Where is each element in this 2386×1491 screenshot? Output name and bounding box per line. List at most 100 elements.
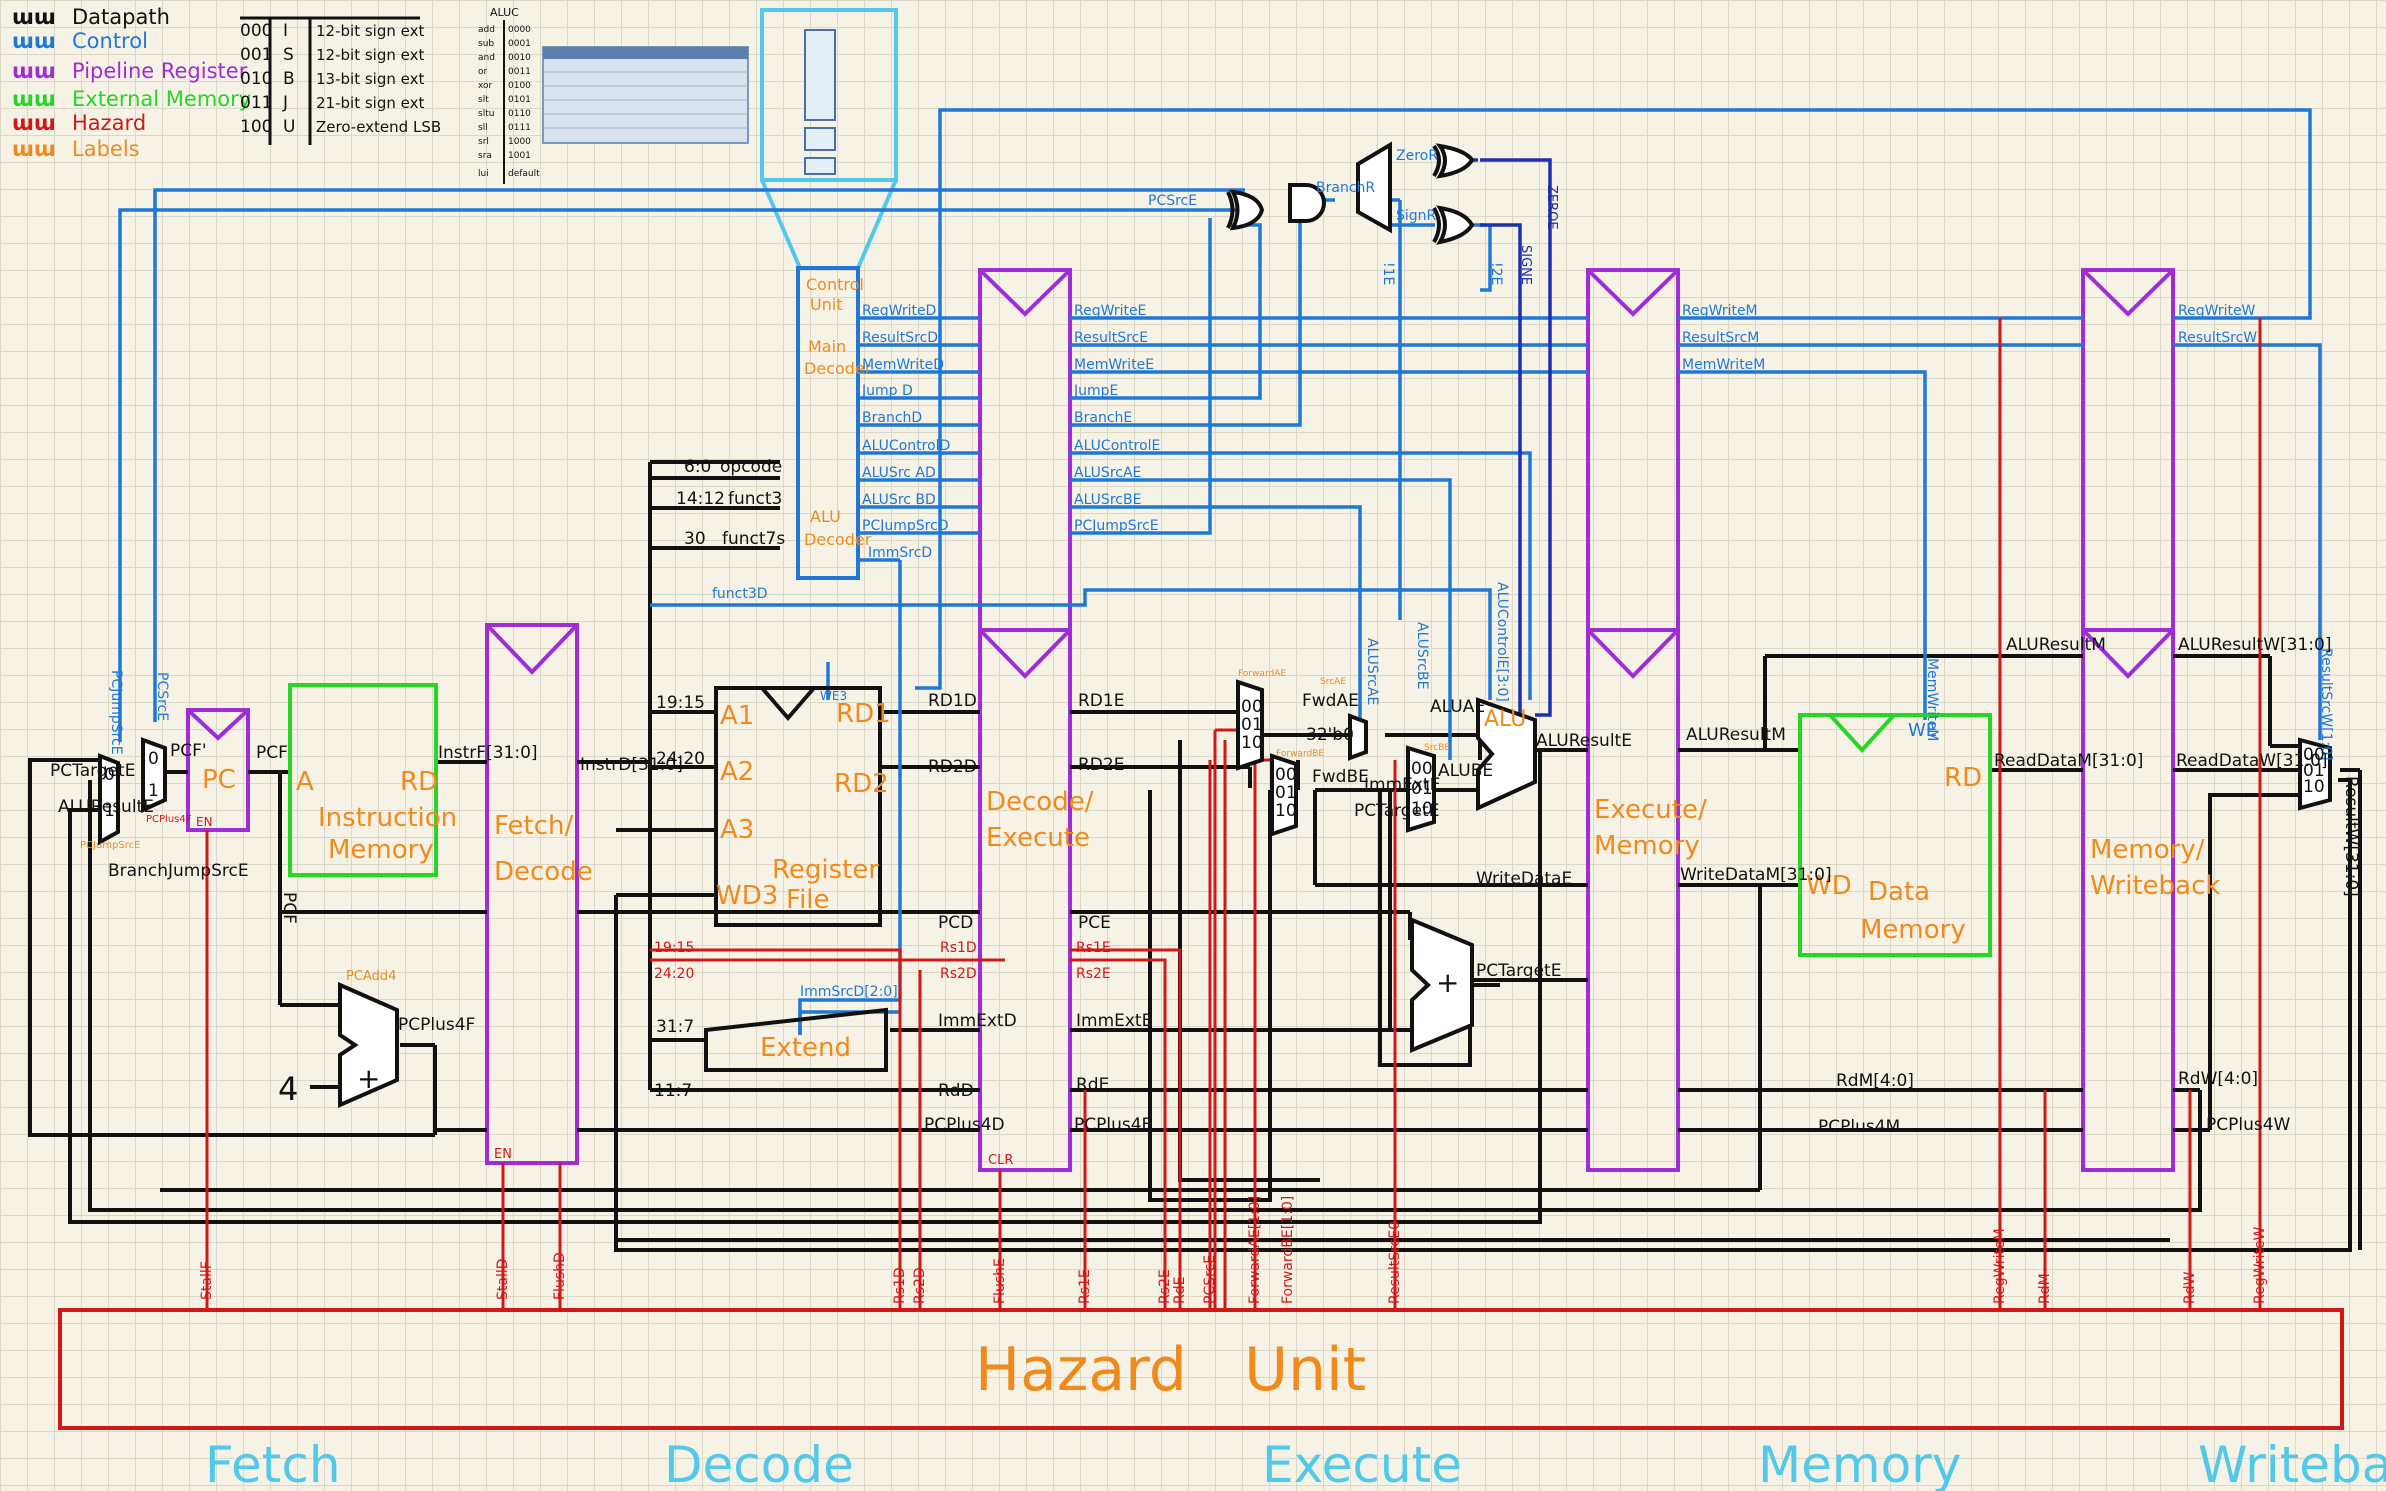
sig-rs1e: Rs1E [1076, 940, 1111, 956]
sig-rd1e: RD1E [1078, 691, 1124, 711]
aluc-op-9: sra [478, 151, 492, 161]
immsrc-table: 000 I 12-bit sign ext 001 S 12-bit sign … [240, 18, 441, 145]
mux-sb-in1: 01 [1411, 779, 1433, 799]
sig-rd-bits: 11:7 [654, 1081, 692, 1101]
immsrc-code-1: 001 [240, 45, 272, 65]
hz-regwritem: RegWriteM [1992, 1228, 2008, 1304]
sig-fwdbe: FwdBE [1312, 767, 1369, 787]
sig-pcjumpsrce: PCJumpSrcE [108, 670, 124, 755]
hz-stallf: StallF [199, 1261, 215, 1300]
hz-flushd: FlushD [552, 1252, 568, 1300]
pcplus4-adder-plus: + [357, 1062, 380, 1095]
rf-port-we3: WE3 [820, 689, 847, 703]
ctrl-e-5: ALUControlE [1074, 438, 1160, 454]
sig-signe: SIGNE [1518, 245, 1533, 285]
field-name-0: opcode [720, 457, 782, 477]
aluc-op-1: sub [478, 39, 494, 49]
legend-mark-hazard: ɯɯ [12, 111, 56, 135]
ctrl-e-8: PCJumpSrcE [1074, 518, 1159, 534]
sig-pcplus4f: PCPlus4F [398, 1015, 475, 1035]
sig-rdw: RdW[4:0] [2178, 1069, 2258, 1089]
immsrc-code-2: 010 [240, 69, 272, 89]
sig-branchjumpsrce: BranchJumpSrcE [108, 861, 249, 881]
rf-port-wd3: WD3 [716, 881, 778, 911]
aluc-op-6: sltu [478, 109, 494, 119]
stage-fetch: Fetch [205, 1436, 341, 1491]
sig-pcf-mux: PCF' [170, 741, 207, 761]
sig-writedatae: WriteDataE [1476, 869, 1572, 889]
legend-label-extmem: External Memory [72, 87, 251, 111]
rf-port-rd2: RD2 [834, 769, 889, 799]
aluc-code-10: default [508, 169, 540, 179]
imem-label-2: Memory [328, 835, 434, 865]
aluc-code-3: 0011 [508, 67, 531, 77]
sig-aluresulte-out: ALUResultE [1536, 731, 1632, 751]
legend-mark-control: ɯɯ [12, 29, 56, 53]
legend-label-hazard: Hazard [72, 111, 146, 135]
sig-signr: SignR [1396, 208, 1437, 224]
hz-regwritew: RegWriteW [2252, 1226, 2268, 1304]
field-bits-1: 14:12 [676, 489, 725, 509]
rf-port-rd1: RD1 [836, 699, 891, 729]
mw-label-2: Writeback [2090, 871, 2220, 901]
sig-rd2d: RD2D [928, 757, 977, 777]
sig-immexte: ImmExtE [1076, 1011, 1152, 1031]
sig-forwardbe: ForwardBE [1276, 749, 1324, 759]
sig-instrf: InstrF[31:0] [438, 743, 538, 763]
sig-pctargete: PCTargetE [50, 761, 135, 781]
sig-rdd: RdD [938, 1081, 974, 1101]
aluc-op-4: xor [478, 81, 493, 91]
immsrc-code-4: 100 [240, 117, 272, 137]
stage-writeback: Writeback [2198, 1436, 2386, 1491]
ctrl-e-1: ResultSrcE [1074, 330, 1148, 346]
xor-gate-zero [1440, 146, 1472, 176]
sig-readdatam: ReadDataM[31:0] [1994, 751, 2143, 771]
rf-port-a2: A2 [720, 757, 754, 787]
sig-immsrcd2: ImmSrcD[2:0] [800, 984, 898, 1000]
sig-alusrcbe-v: ALUSrcBE [1414, 622, 1430, 689]
sig-rde: RdE [1076, 1075, 1109, 1095]
sig-pcsrce-v: PCSrcE [154, 672, 170, 721]
hz-rs1e: Rs1E [1077, 1269, 1093, 1304]
execute-memory-control-register [1588, 270, 1678, 630]
pctarget-adder-plus: + [1436, 966, 1459, 999]
sig-memwritem-v: MemWriteM [1924, 658, 1940, 741]
sig-branchr: BranchR [1316, 180, 1375, 196]
decode-execute-control-register [980, 270, 1070, 630]
ctrl-e-2: MemWriteE [1074, 357, 1154, 373]
sig-rs2-bits-2: 24:20 [654, 966, 694, 982]
immsrc-desc-4: Zero-extend LSB [316, 118, 441, 136]
mux-fb-in1: 01 [1275, 783, 1297, 803]
de-port-clr: CLR [988, 1153, 1013, 1168]
sig-pcf-v: PCF [279, 892, 299, 924]
sig-pcadd4: PCAdd4 [346, 969, 396, 984]
mux-pcs-in0: 0 [148, 749, 159, 769]
aluc-code-0: 0000 [508, 25, 531, 35]
regfile-label-2: File [786, 885, 830, 915]
sig-pcd: PCD [938, 913, 973, 933]
sig-ie1: !1E [1380, 262, 1396, 285]
sig-rs2e: Rs2E [1076, 966, 1111, 982]
immsrc-desc-3: 21-bit sign ext [316, 94, 424, 112]
sig-writedatam: WriteDataM[31:0] [1680, 865, 1832, 885]
ctrl-d-4: BranchD [862, 410, 922, 426]
decode-execute-register [980, 630, 1070, 1170]
aluc-op-0: add [478, 25, 495, 35]
sig-pcplus4m: PCPlus4M [1818, 1117, 1900, 1137]
sig-pctargete3: PCTargetE [1476, 961, 1561, 981]
sig-alusrcae-v: ALUSrcAE [1364, 638, 1380, 705]
regfile-label-1: Register [772, 855, 879, 885]
or-gate-pcsrc [1233, 192, 1262, 228]
aluc-code-9: 1001 [508, 151, 531, 161]
execute-memory-register [1588, 630, 1678, 1170]
sig-rs1-bits: 19:15 [656, 693, 705, 713]
sig-pcplus4w: PCPlus4W [2206, 1115, 2291, 1135]
legend-mark-pipeline: ɯɯ [12, 59, 56, 83]
legend-mark-labels: ɯɯ [12, 137, 56, 161]
aluc-code-7: 0111 [508, 123, 531, 133]
mux-fb-in2: 10 [1275, 801, 1297, 821]
em-label-2: Memory [1594, 831, 1700, 861]
sig-rs1-bits-2: 19:15 [654, 940, 694, 956]
control-unit-zoom-inset [762, 10, 896, 268]
